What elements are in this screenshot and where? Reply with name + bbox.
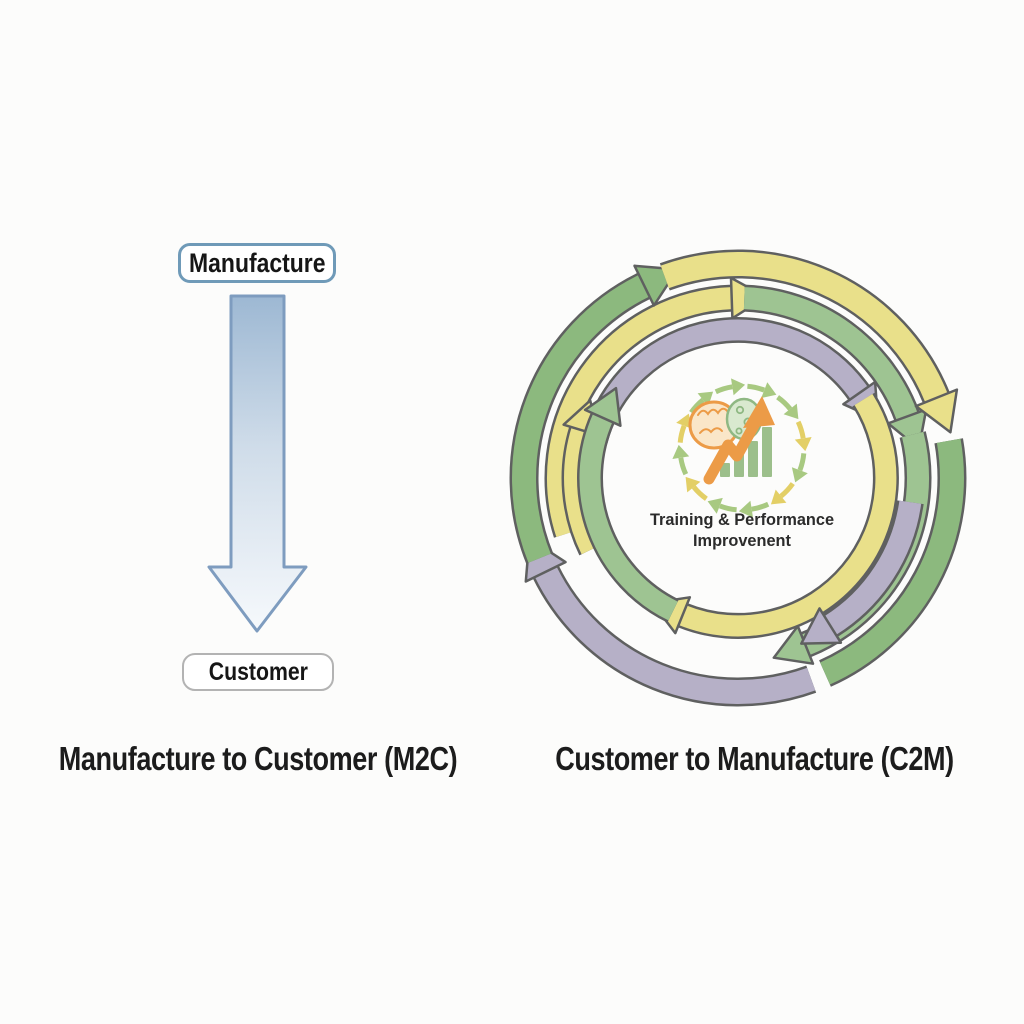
cycle-arrowhead	[800, 607, 843, 645]
growth-arrowhead	[743, 396, 775, 428]
bar-chart-bar	[762, 427, 772, 477]
cycle-arrowhead	[583, 386, 622, 427]
mini-arrowhead	[672, 444, 690, 459]
m2c-caption: Manufacture to Customer (M2C)	[58, 740, 458, 777]
cycle-arrowhead	[772, 624, 815, 665]
bar-chart-bar	[720, 463, 730, 477]
mini-arc	[751, 501, 770, 512]
mini-arrowhead	[761, 382, 777, 399]
mini-arrowhead	[731, 378, 746, 396]
mini-arc	[776, 395, 793, 411]
brain-left-squiggle	[697, 407, 729, 416]
mini-arrowhead	[794, 437, 812, 452]
bar-chart-bar	[748, 441, 758, 477]
mini-arrowhead	[738, 500, 753, 518]
mini-arc	[797, 453, 807, 472]
growth-arrow-icon	[703, 416, 762, 485]
mini-arrow-ring	[672, 378, 812, 518]
cycle-arrowhead	[914, 388, 959, 434]
mini-arrowhead	[685, 476, 701, 493]
mini-arc	[779, 482, 795, 499]
mini-arc	[714, 384, 733, 395]
mini-arrowhead	[783, 403, 799, 420]
mini-arc	[691, 485, 708, 501]
mini-arc	[795, 420, 806, 439]
customer-box: Customer	[182, 653, 334, 691]
cycle-arc	[660, 252, 948, 403]
c2m-caption: Customer to Manufacture (C2M)	[555, 740, 954, 777]
mini-arc	[747, 383, 766, 393]
mini-arc	[718, 503, 737, 513]
center-label-line2: Improvenent	[693, 531, 791, 550]
mini-arc	[677, 424, 687, 443]
cycle-arc	[678, 394, 897, 637]
training-improvement-icon	[688, 396, 775, 485]
manufacture-box-label: Manufacture	[188, 247, 326, 278]
cycle-arc	[579, 413, 678, 621]
manufacture-box: Manufacture	[178, 243, 336, 283]
brain-right-dot	[735, 427, 743, 435]
cycle-arc	[547, 287, 733, 537]
mini-arrowhead	[770, 489, 787, 505]
cycle-arc	[824, 500, 922, 635]
customer-box-label: Customer	[208, 657, 308, 686]
mini-arc	[678, 457, 689, 476]
mini-arrowhead	[707, 497, 723, 514]
mini-arrowhead	[791, 467, 808, 483]
cycle-arc	[743, 287, 918, 421]
cycle-center-label: Training & Performance Improvenent	[608, 509, 877, 551]
center-label-line1: Training & Performance	[649, 510, 835, 529]
c2m-cycle-diagram	[509, 249, 967, 707]
m2c-down-arrow	[207, 294, 308, 633]
cycle-arc	[564, 427, 600, 555]
cycle-arc	[512, 274, 650, 563]
cycle-arrows-group	[509, 249, 967, 707]
cycle-arc	[534, 566, 816, 704]
mini-arrowhead	[676, 413, 693, 429]
down-arrow-shape	[207, 294, 308, 633]
cycle-arc	[820, 438, 964, 685]
brain-left-squiggle	[699, 427, 723, 434]
brain-right-dot	[735, 405, 745, 415]
